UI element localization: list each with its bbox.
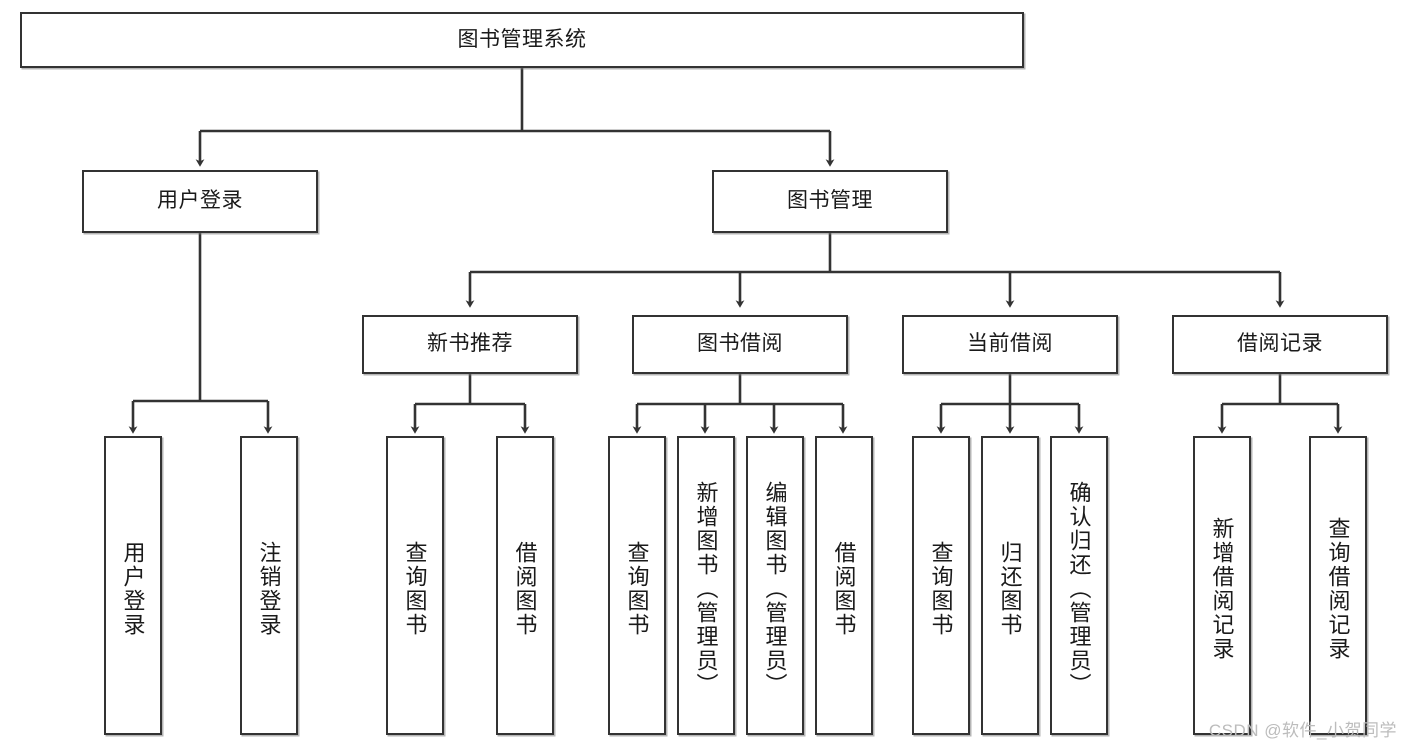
- node-label: 归还图书: [997, 540, 1023, 637]
- node-label: 图书借阅: [697, 332, 783, 356]
- node-new-book-recommendation[interactable]: 新书推荐: [362, 315, 578, 374]
- edges-bookborrow-to-leaves: [632, 374, 848, 434]
- node-label: 新增借阅记录: [1209, 516, 1235, 661]
- leaf-query-book-current[interactable]: 查询图书: [912, 436, 970, 735]
- node-label: 查询图书: [928, 540, 954, 637]
- edges-currentborrow-to-leaves: [936, 374, 1084, 434]
- node-user-login[interactable]: 用户登录: [82, 170, 318, 233]
- edges-borrowrecord-to-leaves: [1217, 374, 1343, 434]
- node-label: 用户登录: [120, 540, 146, 637]
- leaf-add-borrow-record[interactable]: 新增借阅记录: [1193, 436, 1251, 735]
- node-label: 借阅图书: [512, 540, 538, 637]
- leaf-query-book-borrowing[interactable]: 查询图书: [608, 436, 666, 735]
- leaf-query-book-recommendation[interactable]: 查询图书: [386, 436, 444, 735]
- node-book-borrowing[interactable]: 图书借阅: [632, 315, 848, 374]
- leaf-edit-book-admin[interactable]: 编辑图书（管理员）: [746, 436, 804, 735]
- node-label: 查询图书: [402, 540, 428, 637]
- node-label: 新书推荐: [427, 332, 513, 356]
- edges-bookmgmt-to-level3: [465, 233, 1285, 308]
- node-borrowing-record[interactable]: 借阅记录: [1172, 315, 1388, 374]
- node-label: 图书管理系统: [457, 27, 587, 51]
- node-label: 借阅图书: [831, 540, 857, 637]
- node-book-management[interactable]: 图书管理: [712, 170, 948, 233]
- node-label: 注销登录: [256, 540, 282, 637]
- leaf-add-book-admin[interactable]: 新增图书（管理员）: [677, 436, 735, 735]
- node-label: 图书管理: [787, 189, 873, 213]
- leaf-return-book[interactable]: 归还图书: [981, 436, 1039, 735]
- leaf-query-borrow-record[interactable]: 查询借阅记录: [1309, 436, 1367, 735]
- node-label: 借阅记录: [1237, 332, 1323, 356]
- leaf-borrow-book-recommendation[interactable]: 借阅图书: [496, 436, 554, 735]
- node-label: 编辑图书（管理员）: [762, 480, 788, 697]
- edges-root-to-level2: [195, 68, 835, 167]
- leaf-user-login[interactable]: 用户登录: [104, 436, 162, 735]
- node-label: 新增图书（管理员）: [693, 480, 719, 697]
- leaf-logout[interactable]: 注销登录: [240, 436, 298, 735]
- leaf-confirm-return-admin[interactable]: 确认归还（管理员）: [1050, 436, 1108, 735]
- node-label: 查询借阅记录: [1325, 516, 1351, 661]
- node-label: 当前借阅: [967, 332, 1053, 356]
- node-label: 确认归还（管理员）: [1066, 480, 1092, 697]
- node-current-borrowing[interactable]: 当前借阅: [902, 315, 1118, 374]
- edges-userlogin-to-leaves: [128, 233, 273, 434]
- node-root-book-management-system[interactable]: 图书管理系统: [20, 12, 1024, 68]
- node-label: 用户登录: [157, 189, 243, 213]
- leaf-borrow-book-borrowing[interactable]: 借阅图书: [815, 436, 873, 735]
- edges-newbook-to-leaves: [410, 374, 530, 434]
- node-label: 查询图书: [624, 540, 650, 637]
